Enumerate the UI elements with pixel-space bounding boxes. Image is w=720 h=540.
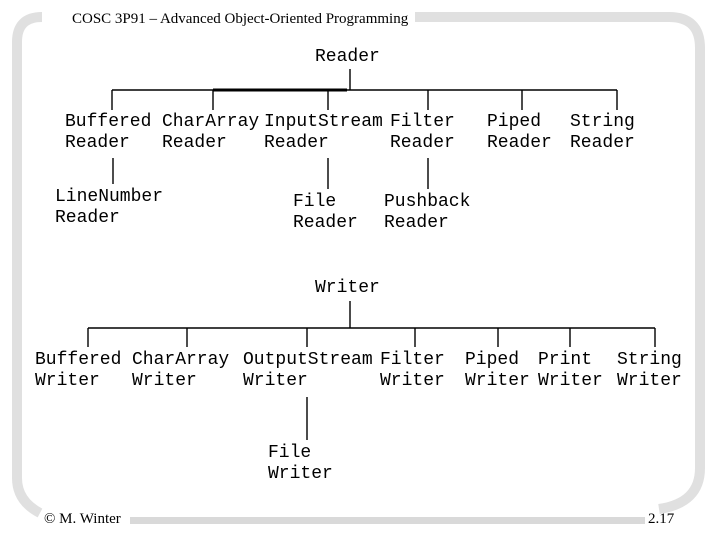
node-file-writer: File Writer <box>268 443 333 484</box>
node-file-reader: File Reader <box>293 192 358 233</box>
node-linenumber-reader: LineNumber Reader <box>55 187 164 228</box>
node-reader-root: Reader <box>315 47 380 67</box>
footer-copyright: © M. Winter <box>44 511 121 527</box>
node-pushback-reader: Pushback Reader <box>384 192 471 233</box>
node-writer-root: Writer <box>315 278 380 298</box>
node-buffered-writer: Buffered Writer <box>35 350 122 391</box>
node-buffered-reader: Buffered Reader <box>65 112 152 153</box>
footer-rule <box>130 517 645 524</box>
node-chararray-reader: CharArray Reader <box>162 112 260 153</box>
node-filter-reader: Filter Reader <box>390 112 455 153</box>
node-piped-reader: Piped Reader <box>487 112 552 153</box>
slide-title: COSC 3P91 – Advanced Object-Oriented Pro… <box>72 11 409 27</box>
footer-slide-number: 2.17 <box>648 511 675 527</box>
node-string-writer: String Writer <box>617 350 682 391</box>
node-inputstream-reader: InputStream Reader <box>264 112 383 153</box>
node-filter-writer: Filter Writer <box>380 350 445 391</box>
node-piped-writer: Piped Writer <box>465 350 530 391</box>
node-print-writer: Print Writer <box>538 350 603 391</box>
node-chararray-writer: CharArray Writer <box>132 350 230 391</box>
node-outputstream-writer: OutputStream Writer <box>243 350 373 391</box>
node-string-reader: String Reader <box>570 112 635 153</box>
